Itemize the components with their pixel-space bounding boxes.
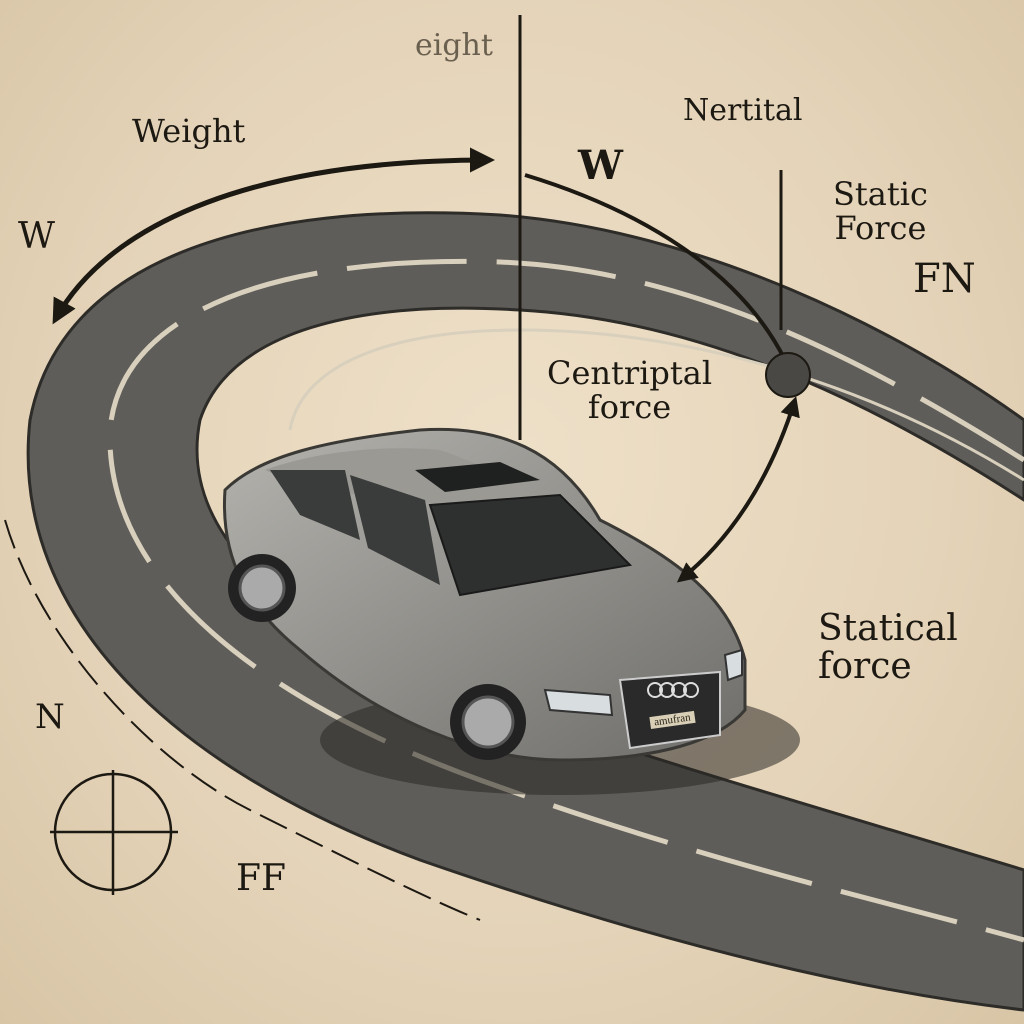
label-w-left: W [18, 216, 56, 257]
road-lane-line [107, 258, 1024, 943]
crosshair-circle-icon [50, 770, 178, 895]
label-n: N [35, 697, 65, 737]
point-mass [765, 352, 811, 398]
label-ff: FF [236, 858, 286, 899]
label-statical-force: Statical force [818, 608, 958, 687]
label-eight: eight [415, 28, 493, 63]
label-w-center: W [578, 142, 623, 189]
label-weight: Weight [132, 112, 246, 150]
label-nertital: Nertital [683, 93, 803, 128]
force-arrows [4, 15, 800, 921]
label-centripetal-force: Centriptal force [547, 354, 713, 426]
label-static-force: Static Force [833, 175, 928, 247]
label-fn: FN [913, 256, 976, 302]
car [222, 427, 747, 762]
road-edge-line [288, 328, 1024, 482]
